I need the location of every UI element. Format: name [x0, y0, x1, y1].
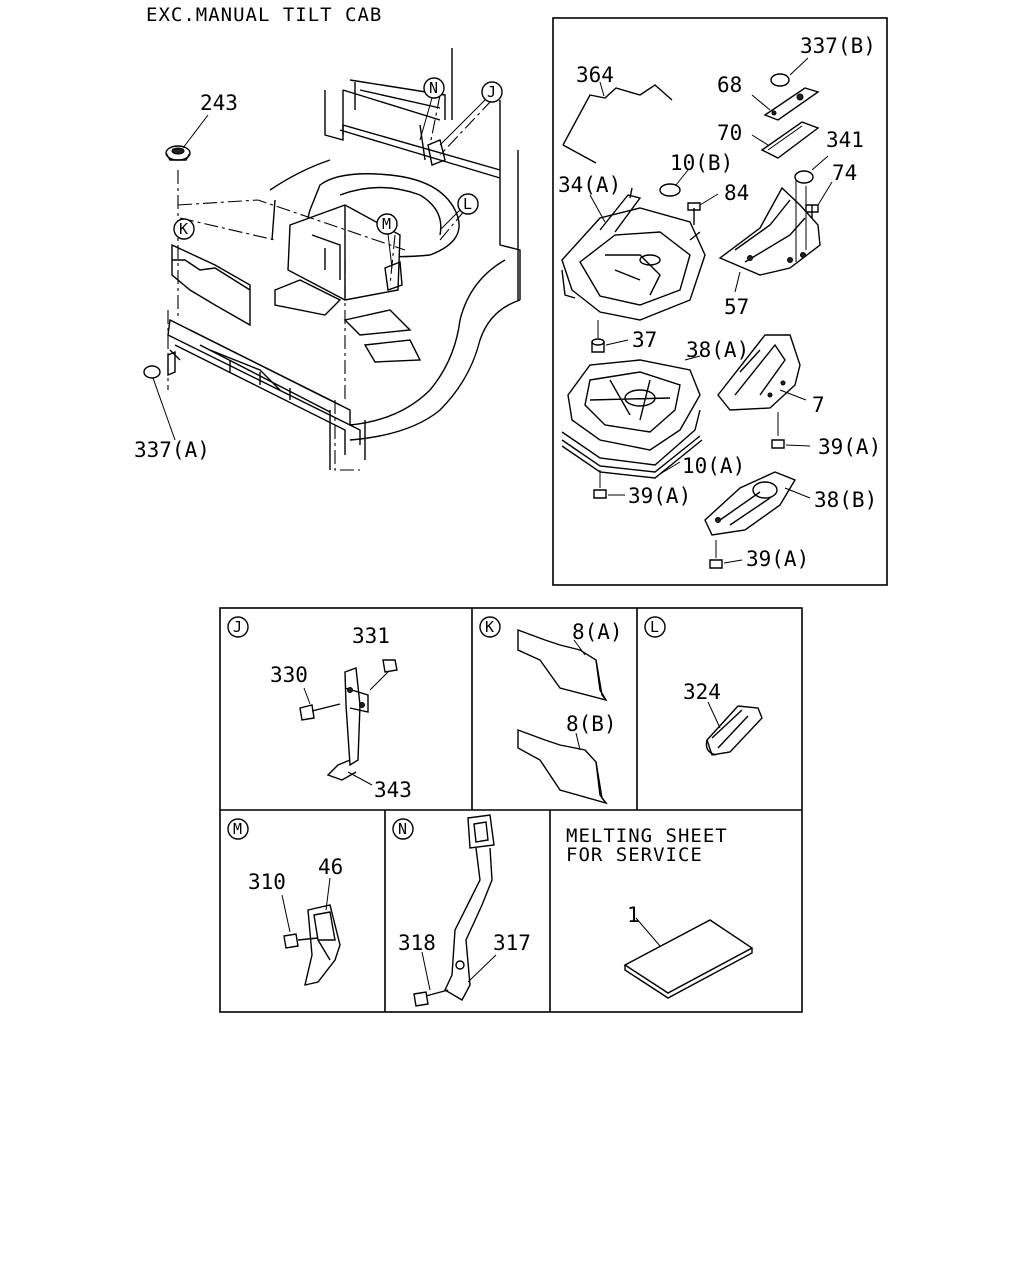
callout-39a-2: 39(A)	[628, 484, 691, 508]
detail-grid	[219, 607, 803, 1013]
callout-243: 243	[200, 91, 238, 115]
callout-10a: 10(A)	[682, 454, 745, 478]
callout-10b: 10(B)	[670, 151, 733, 175]
grommet-243-icon	[165, 145, 191, 161]
detail-panel-k: K	[479, 616, 608, 805]
callout-8a: 8(A)	[572, 620, 623, 644]
callout-37: 37	[632, 328, 657, 352]
detail-marker-j: J	[439, 81, 503, 146]
callout-74: 74	[832, 161, 857, 185]
detail-marker-k: K	[173, 218, 195, 240]
detail-panel-n: N	[392, 814, 497, 1007]
detail-panel-m: M	[227, 818, 341, 986]
diagram-title: EXC.MANUAL TILT CAB	[146, 4, 382, 26]
callout-7: 7	[812, 393, 825, 417]
detail-marker-m: M	[376, 213, 398, 269]
svg-text:K: K	[179, 220, 188, 238]
detail-panel-service: MELTING SHEET FOR SERVICE	[566, 825, 754, 999]
callout-330: 330	[270, 663, 308, 687]
svg-text:N: N	[429, 79, 438, 97]
panel-k-marker: K	[485, 618, 494, 636]
panel-l-marker: L	[650, 618, 659, 636]
callout-343: 343	[374, 778, 412, 802]
svg-text:J: J	[487, 83, 496, 101]
panel-j-marker: J	[233, 618, 242, 636]
callout-317: 317	[493, 931, 531, 955]
cab-floor-drawing	[143, 48, 521, 471]
detail-panel-j: J	[227, 616, 398, 786]
detail-marker-l: L	[439, 193, 479, 231]
panel-m-marker: M	[233, 820, 242, 838]
callout-68: 68	[717, 73, 742, 97]
callout-341: 341	[826, 128, 864, 152]
inset-frame	[552, 17, 888, 586]
callout-8b: 8(B)	[566, 712, 617, 736]
callout-1: 1	[627, 903, 640, 927]
callout-57: 57	[724, 295, 749, 319]
callout-38a: 38(A)	[686, 338, 749, 362]
callout-34a: 34(A)	[558, 173, 621, 197]
callout-39a-3: 39(A)	[746, 547, 809, 571]
inset-assembly-drawing	[561, 57, 833, 569]
service-title-line2: FOR SERVICE	[566, 844, 703, 866]
callout-84: 84	[724, 181, 749, 205]
svg-text:L: L	[463, 195, 472, 213]
plug-337a-icon	[143, 350, 176, 379]
service-title-line1: MELTING SHEET	[566, 825, 728, 847]
callout-39a-1: 39(A)	[818, 435, 881, 459]
callout-324: 324	[683, 680, 721, 704]
callout-38b: 38(B)	[814, 488, 877, 512]
callout-70: 70	[717, 121, 742, 145]
callout-310: 310	[248, 870, 286, 894]
detail-marker-n: N	[419, 77, 445, 141]
callout-331: 331	[352, 624, 390, 648]
callout-46: 46	[318, 855, 343, 879]
callout-364: 364	[576, 63, 614, 87]
panel-n-marker: N	[398, 820, 407, 838]
callout-337b: 337(B)	[800, 34, 876, 58]
callout-337a: 337(A)	[134, 438, 210, 462]
svg-text:M: M	[382, 215, 391, 233]
callout-318: 318	[398, 931, 436, 955]
detail-panel-l: L	[644, 616, 763, 756]
